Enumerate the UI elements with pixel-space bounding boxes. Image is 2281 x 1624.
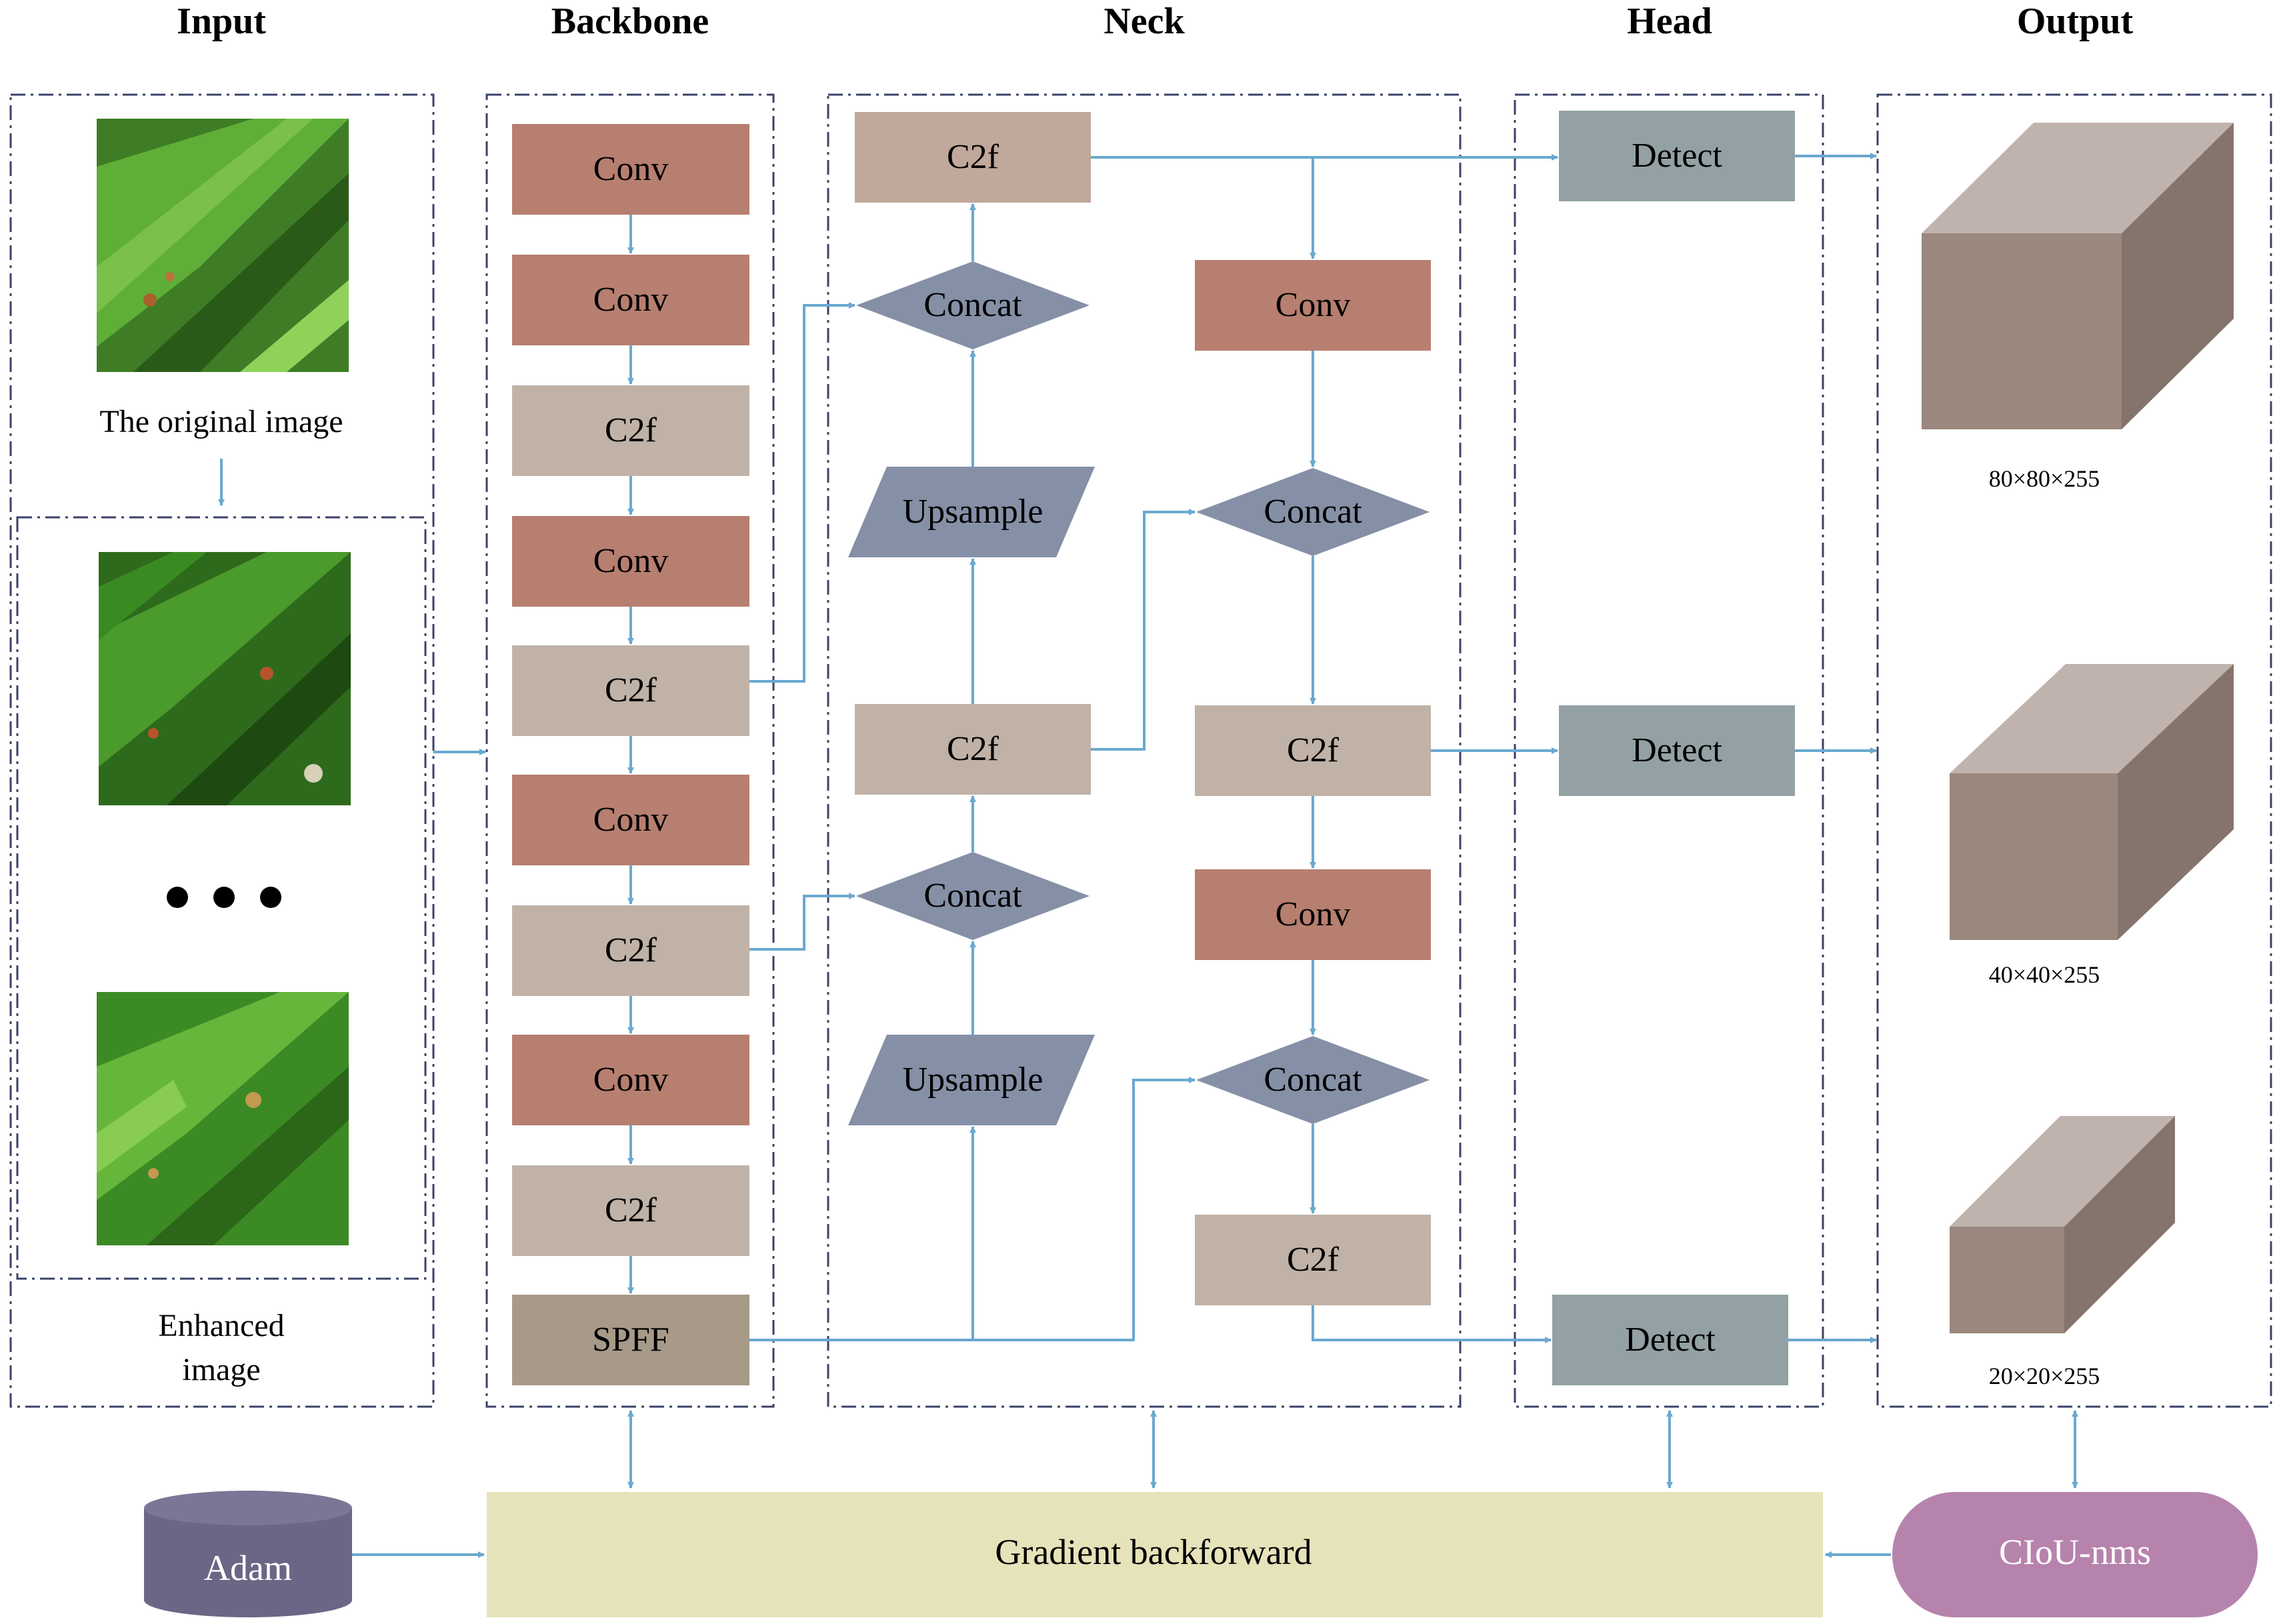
neck-upsample-bottom-label: Upsample [903, 1061, 1043, 1099]
enhanced-image-caption-line2: image [182, 1352, 260, 1387]
neck-conv-top-label: Conv [1276, 286, 1351, 324]
backbone-c2f-2 [512, 645, 749, 736]
backbone-c2f-4 [512, 1165, 749, 1256]
backbone-label-10: SPFF [592, 1321, 669, 1359]
output-frame [1876, 93, 2272, 1408]
backbone-label-3: C2f [605, 411, 657, 449]
backbone-conv-5 [512, 1035, 749, 1125]
ciou-nms-pill [1892, 1492, 2258, 1617]
adam-label: Adam [204, 1548, 292, 1588]
head-detect-top [1559, 111, 1795, 201]
neck-c2f-right-mid [1195, 705, 1431, 796]
enhanced-leaf-image-1 [99, 552, 351, 805]
training-arrows [352, 1410, 2078, 1558]
backbone-label-7: C2f [605, 931, 657, 969]
header-input: Input [177, 1, 266, 42]
neck-concat-top-label: Concat [923, 286, 1022, 324]
output-label-mid: 40×40×255 [1989, 961, 2100, 988]
backbone-conv-4 [512, 775, 749, 865]
neck-concat-mid [856, 852, 1089, 940]
original-leaf-image [97, 119, 349, 372]
neck-c2f-right-mid-label: C2f [1287, 731, 1340, 769]
neck-concat-top [856, 261, 1089, 349]
adam-cylinder [144, 1491, 352, 1617]
output-cube-small [1950, 1116, 2175, 1333]
backbone-label-4: Conv [593, 542, 669, 580]
backbone-label-5: C2f [605, 671, 657, 709]
neck-conv-right-mid [1195, 869, 1431, 960]
backbone-c2f-1 [512, 385, 749, 476]
ellipsis-dot [167, 887, 188, 908]
backbone-label-6: Conv [593, 801, 669, 839]
neck-conv-top [1195, 260, 1431, 351]
neck-flow-arrows [749, 153, 1877, 1343]
ciou-nms-label: CIoU-nms [1999, 1532, 2151, 1572]
neck-upsample-top [848, 467, 1095, 557]
header-head: Head [1627, 1, 1712, 42]
head-detect-bottom-label: Detect [1625, 1321, 1716, 1359]
backbone-spff [512, 1295, 749, 1385]
header-backbone: Backbone [551, 1, 709, 42]
neck-c2f-mid-label: C2f [947, 730, 999, 768]
enhanced-images-frame [16, 516, 427, 1280]
backbone-conv-2 [512, 255, 749, 345]
ellipsis-dot [260, 887, 281, 908]
neck-upsample-bottom [848, 1035, 1095, 1125]
neck-concat-right-bottom [1196, 1036, 1430, 1124]
backbone-stack: Conv Conv C2f Conv C2f Conv C2f Conv C2f… [512, 124, 749, 1385]
neck-concat-mid-label: Concat [923, 877, 1022, 915]
header-neck: Neck [1103, 1, 1185, 42]
backbone-label-8: Conv [593, 1061, 669, 1099]
enhanced-image-caption-line1: Enhanced [158, 1308, 284, 1343]
backbone-label-9: C2f [605, 1191, 657, 1229]
neck-upsample-top-label: Upsample [903, 493, 1043, 531]
header-output: Output [2017, 1, 2134, 42]
head-detect-mid-label: Detect [1632, 731, 1722, 769]
ellipsis-dot [213, 887, 235, 908]
head-detect-top-label: Detect [1632, 137, 1722, 175]
backbone-conv-1 [512, 124, 749, 215]
enhanced-leaf-image-2 [97, 992, 349, 1245]
original-image-caption: The original image [99, 404, 343, 439]
neck-c2f-right-bottom-label: C2f [1287, 1241, 1340, 1279]
neck-concat-right-top [1196, 468, 1430, 556]
neck-c2f-mid [855, 704, 1091, 795]
backbone-frame [485, 93, 775, 1408]
backbone-c2f-3 [512, 905, 749, 996]
output-cube-medium [1950, 664, 2234, 940]
neck-c2f-top-label: C2f [947, 138, 999, 176]
backbone-label-1: Conv [593, 150, 669, 188]
neck-c2f-top [855, 112, 1091, 203]
neck-conv-right-mid-label: Conv [1276, 895, 1351, 933]
gradient-backforward-bar [487, 1492, 1823, 1617]
output-label-bottom: 20×20×255 [1989, 1363, 2100, 1389]
head-detect-mid [1559, 705, 1795, 796]
output-cube-large [1922, 123, 2234, 429]
neck-c2f-right-bottom [1195, 1215, 1431, 1305]
gradient-backforward-label: Gradient backforward [995, 1532, 1312, 1572]
output-label-top: 80×80×255 [1989, 465, 2100, 492]
neck-concat-right-bottom-label: Concat [1264, 1061, 1362, 1099]
backbone-conv-3 [512, 516, 749, 607]
neck-concat-right-top-label: Concat [1264, 493, 1362, 531]
backbone-label-2: Conv [593, 281, 669, 319]
head-detect-bottom [1552, 1295, 1788, 1385]
